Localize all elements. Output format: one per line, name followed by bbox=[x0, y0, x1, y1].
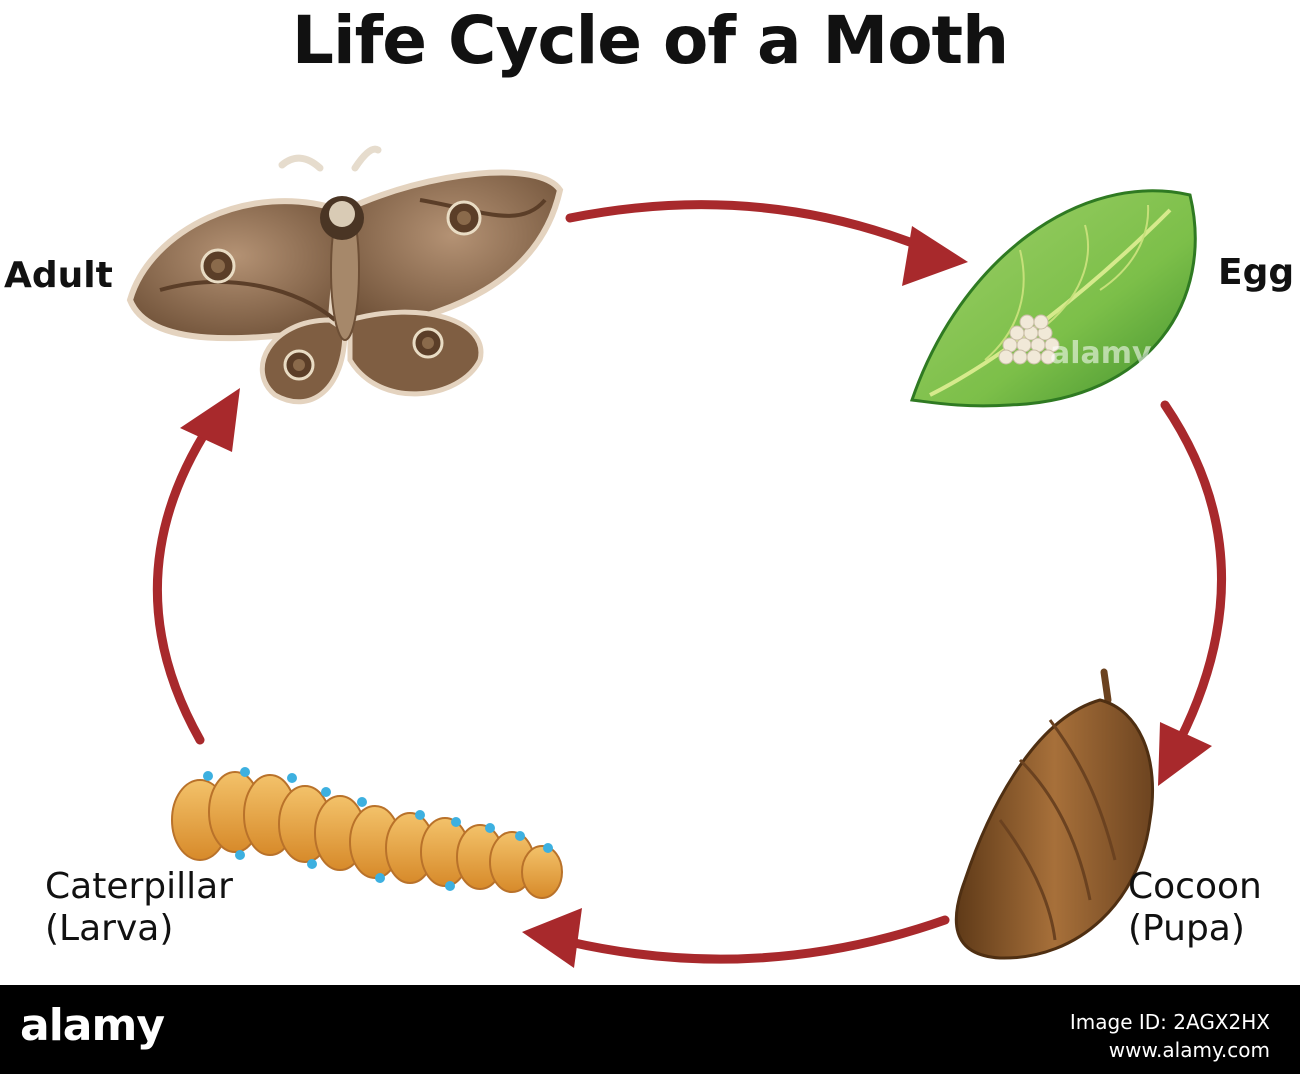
label-caterpillar: Caterpillar (Larva) bbox=[45, 866, 233, 950]
label-egg: Egg bbox=[1218, 252, 1294, 294]
cocoon-illustration bbox=[954, 668, 1155, 960]
arrow-cocoon-to-caterpillar bbox=[522, 908, 950, 968]
watermark-brand-logo: alamy bbox=[20, 1000, 165, 1051]
label-cocoon-text: Cocoon bbox=[1128, 866, 1262, 907]
diagram-title: Life Cycle of a Moth bbox=[291, 2, 1009, 79]
arrow-adult-to-egg bbox=[565, 200, 968, 286]
caterpillar-illustration bbox=[171, 767, 563, 899]
watermark-meta: Image ID: 2AGX2HX www.alamy.com bbox=[1070, 1008, 1270, 1064]
label-adult: Adult bbox=[4, 255, 113, 297]
watermark-site: www.alamy.com bbox=[1108, 1038, 1270, 1062]
label-egg-text: Egg bbox=[1218, 252, 1295, 293]
leaf-watermark: alamy bbox=[1050, 336, 1152, 371]
arrow-egg-to-cocoon bbox=[1158, 400, 1227, 786]
label-larva-text: (Larva) bbox=[45, 908, 174, 949]
leaf-with-eggs-illustration bbox=[909, 189, 1197, 408]
label-cocoon: Cocoon (Pupa) bbox=[1128, 866, 1262, 950]
label-caterpillar-text: Caterpillar bbox=[45, 866, 233, 907]
cycle-arrows bbox=[152, 200, 1227, 968]
diagram-canvas bbox=[126, 145, 1227, 968]
moth-illustration bbox=[126, 145, 564, 405]
label-adult-text: Adult bbox=[4, 255, 113, 296]
label-pupa-text: (Pupa) bbox=[1128, 908, 1245, 949]
egg-cluster bbox=[998, 314, 1060, 365]
arrow-caterpillar-to-adult bbox=[152, 388, 240, 745]
watermark-image-id: Image ID: 2AGX2HX bbox=[1069, 1010, 1270, 1034]
life-cycle-diagram: Life Cycle of a Moth Adult Egg Caterpill… bbox=[4, 2, 1294, 968]
watermark-bar bbox=[0, 985, 1300, 1074]
